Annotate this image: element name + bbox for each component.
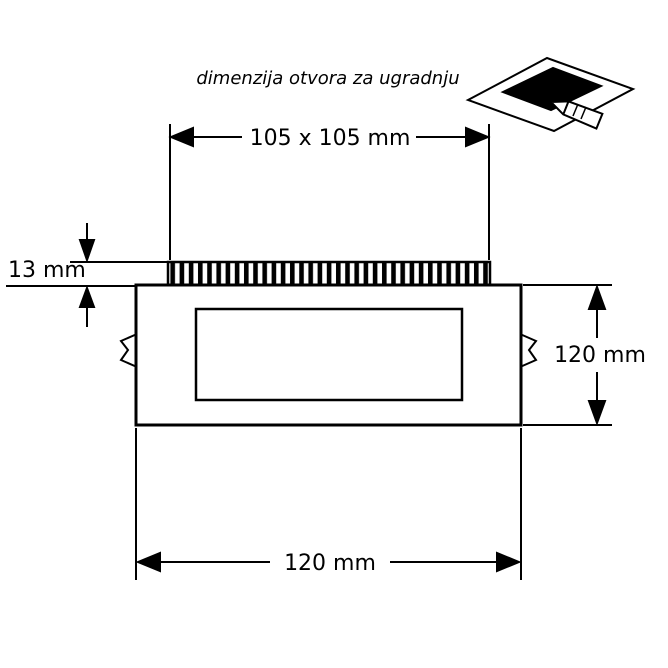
dimension-height [523,284,612,426]
pen-detail-line [580,106,587,120]
arrowhead-left [135,551,161,573]
dimension-cutout [168,124,491,260]
dimension-label-height: 120 mm [554,343,646,368]
cutout-hole [500,66,604,112]
arrowhead-down [78,239,96,264]
panel-drawing [119,260,538,427]
pen-detail-line [572,103,579,117]
installation-cutout-illustration [465,56,636,133]
arrowhead-right [496,551,522,573]
marker-pen-icon [548,100,604,130]
dimension-depth [6,223,168,327]
dimension-label-width: 120 mm [284,551,376,576]
dimension-label-depth: 13 mm [8,258,86,283]
arrowhead-right [465,126,491,148]
heatsink-fins [166,260,492,287]
arrowhead-down [587,400,607,426]
pen-cone-line [562,101,570,115]
arrowhead-up [587,284,607,310]
dimension-width [135,428,522,580]
arrowhead-left [168,126,194,148]
diagram-title: dimenzija otvora za ugradnju [196,68,459,89]
arrowhead-up [78,285,96,308]
panel-face [194,307,464,402]
dimension-label-cutout: 105 x 105 mm [250,126,411,151]
